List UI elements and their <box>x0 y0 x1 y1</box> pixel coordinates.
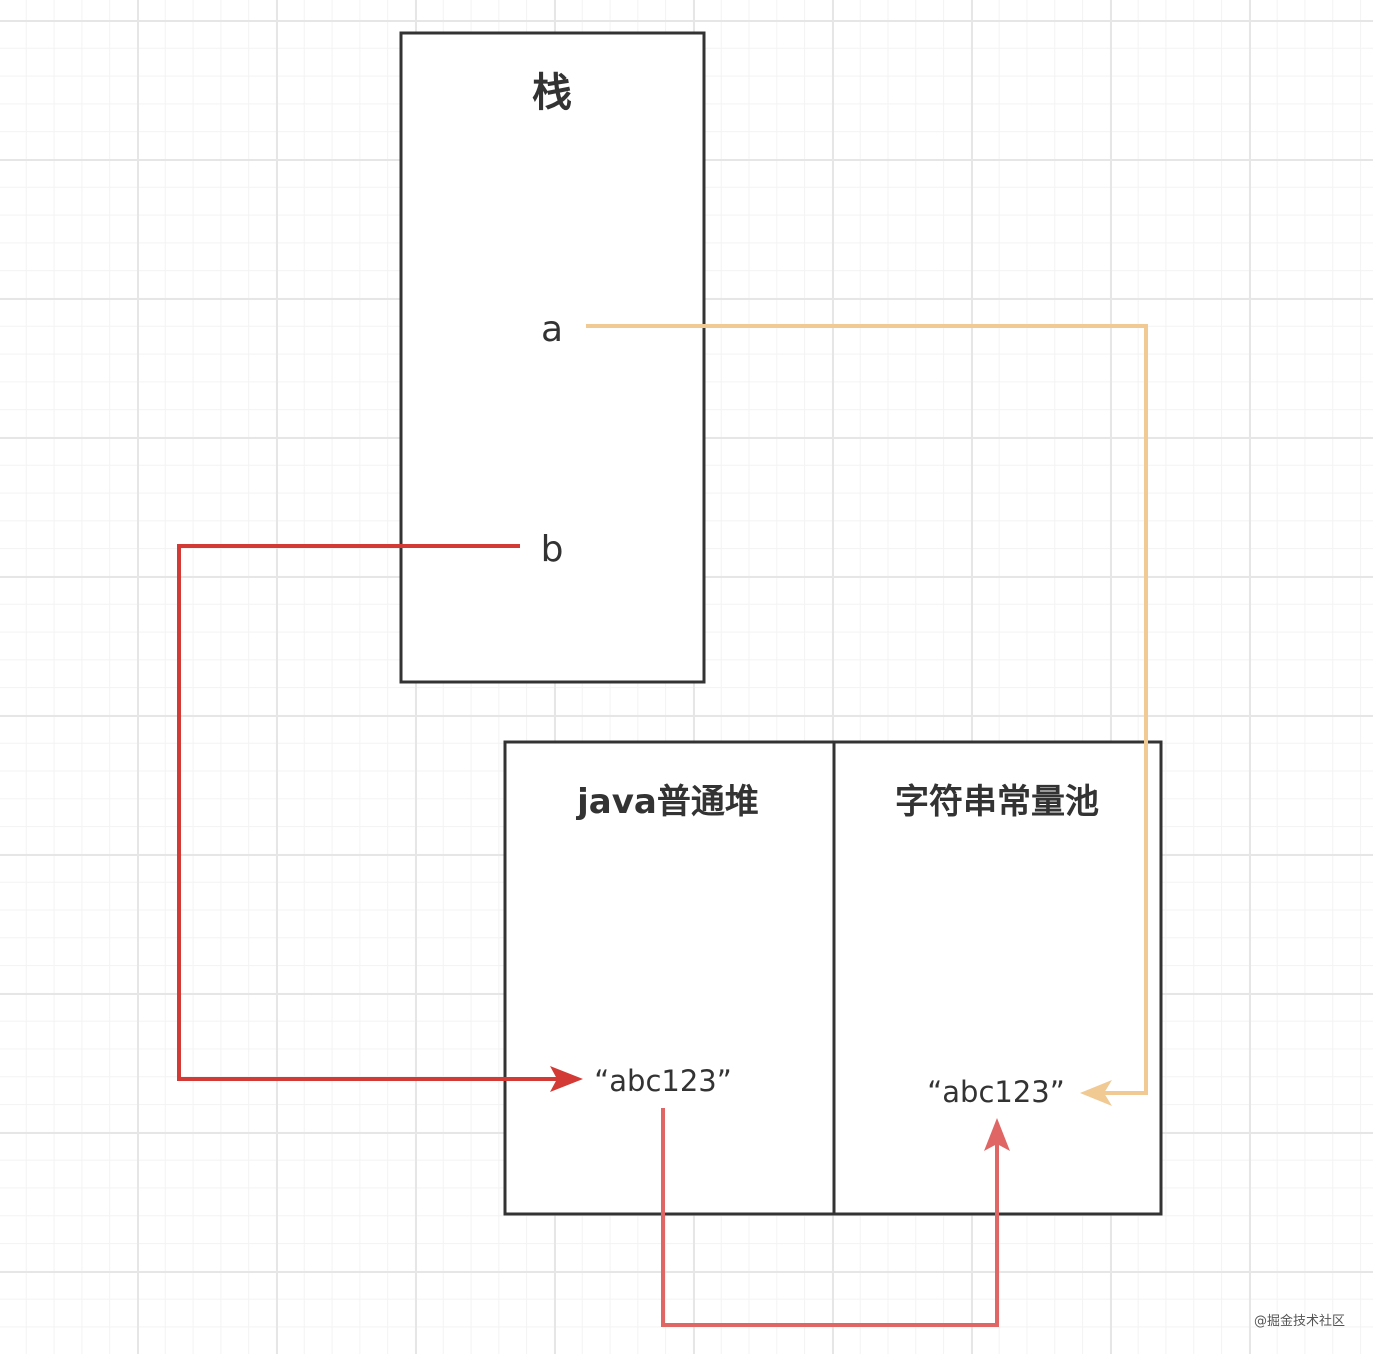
arrow-b-to-heap-head <box>550 1066 583 1092</box>
arrow-heap-to-pool-head <box>984 1118 1010 1151</box>
stack-title: 栈 <box>532 70 572 116</box>
arrow-a-to-pool-head <box>1080 1080 1112 1106</box>
arrow-heap-to-pool <box>661 1108 999 1327</box>
arrow-b-to-heap <box>177 544 562 1081</box>
stack-var-b: b <box>541 529 564 570</box>
arrow-a-to-pool <box>586 324 1148 1095</box>
stack-var-a: a <box>541 309 563 350</box>
watermark-text: @掘金技术社区 <box>1254 1313 1345 1329</box>
heap-string-value: “abc123” <box>594 1064 732 1098</box>
java-heap-title: java普通堆 <box>575 782 759 822</box>
pool-string-value: “abc123” <box>927 1075 1065 1109</box>
string-pool-title: 字符串常量池 <box>895 782 1099 822</box>
stack-box <box>399 31 706 684</box>
